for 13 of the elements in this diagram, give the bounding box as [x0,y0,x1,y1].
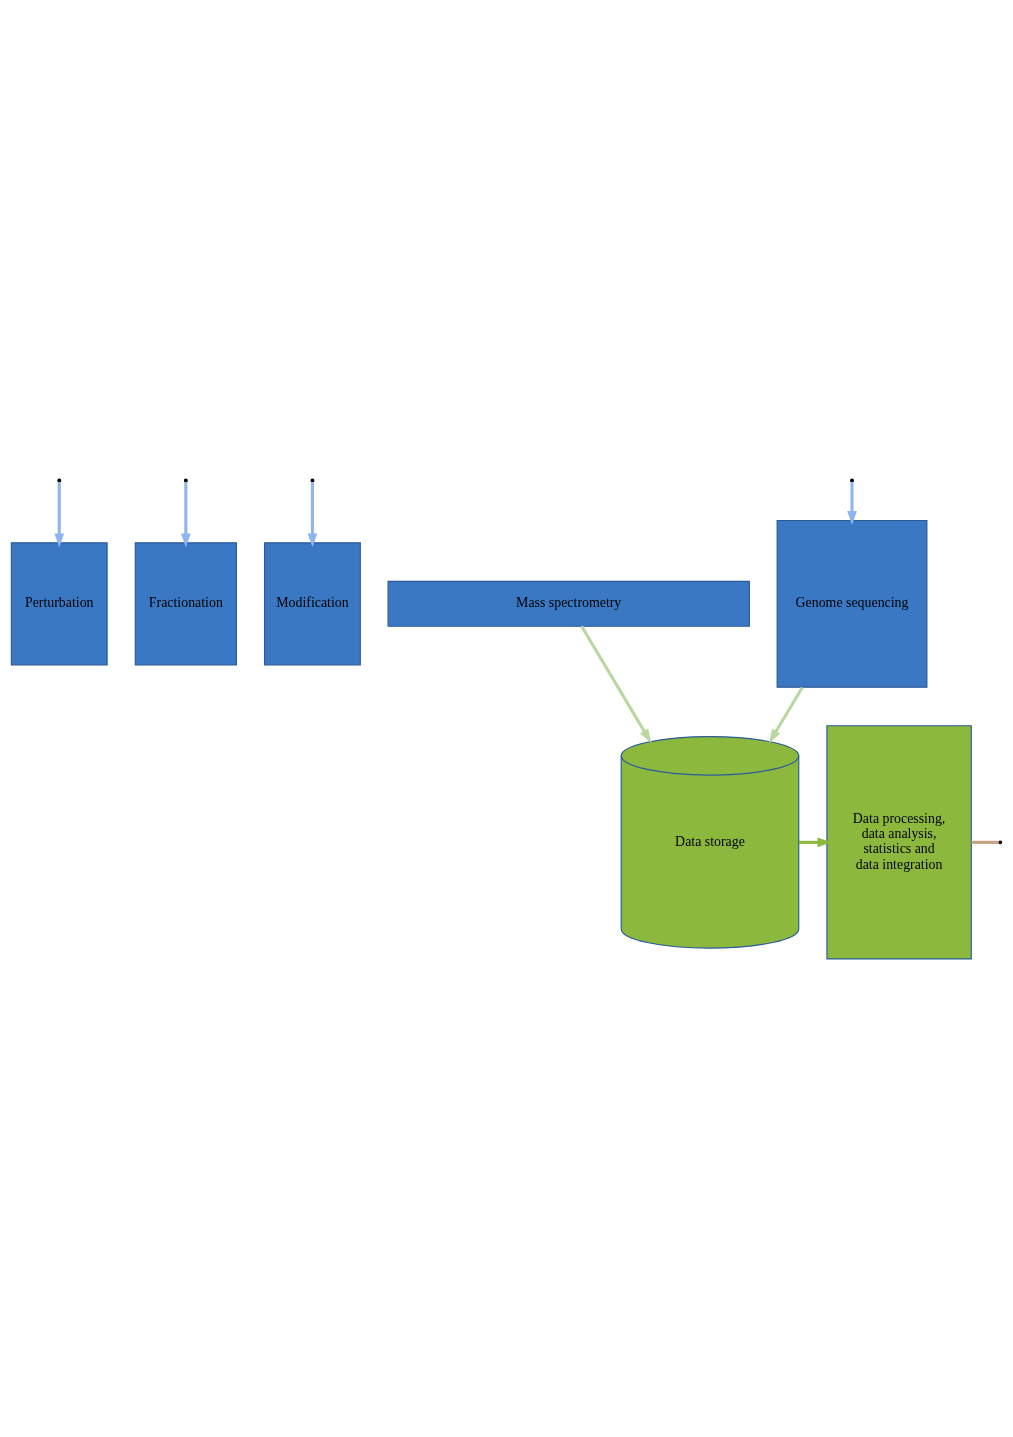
node-box: Genome sequencing [776,519,928,688]
node-box: Mass spectrometry [387,580,750,627]
node-box: Fractionation [134,541,237,665]
arrow [54,481,65,547]
arrow [180,481,191,547]
node-box: Perturbation [10,541,108,665]
arrow [768,686,804,743]
node-box: Modification [264,541,361,665]
arrow [847,481,857,525]
connector [971,840,999,844]
node-box: Data processing, data analysis, statistics and data integration [826,724,972,959]
arrow [580,624,652,743]
arrow [307,481,318,547]
